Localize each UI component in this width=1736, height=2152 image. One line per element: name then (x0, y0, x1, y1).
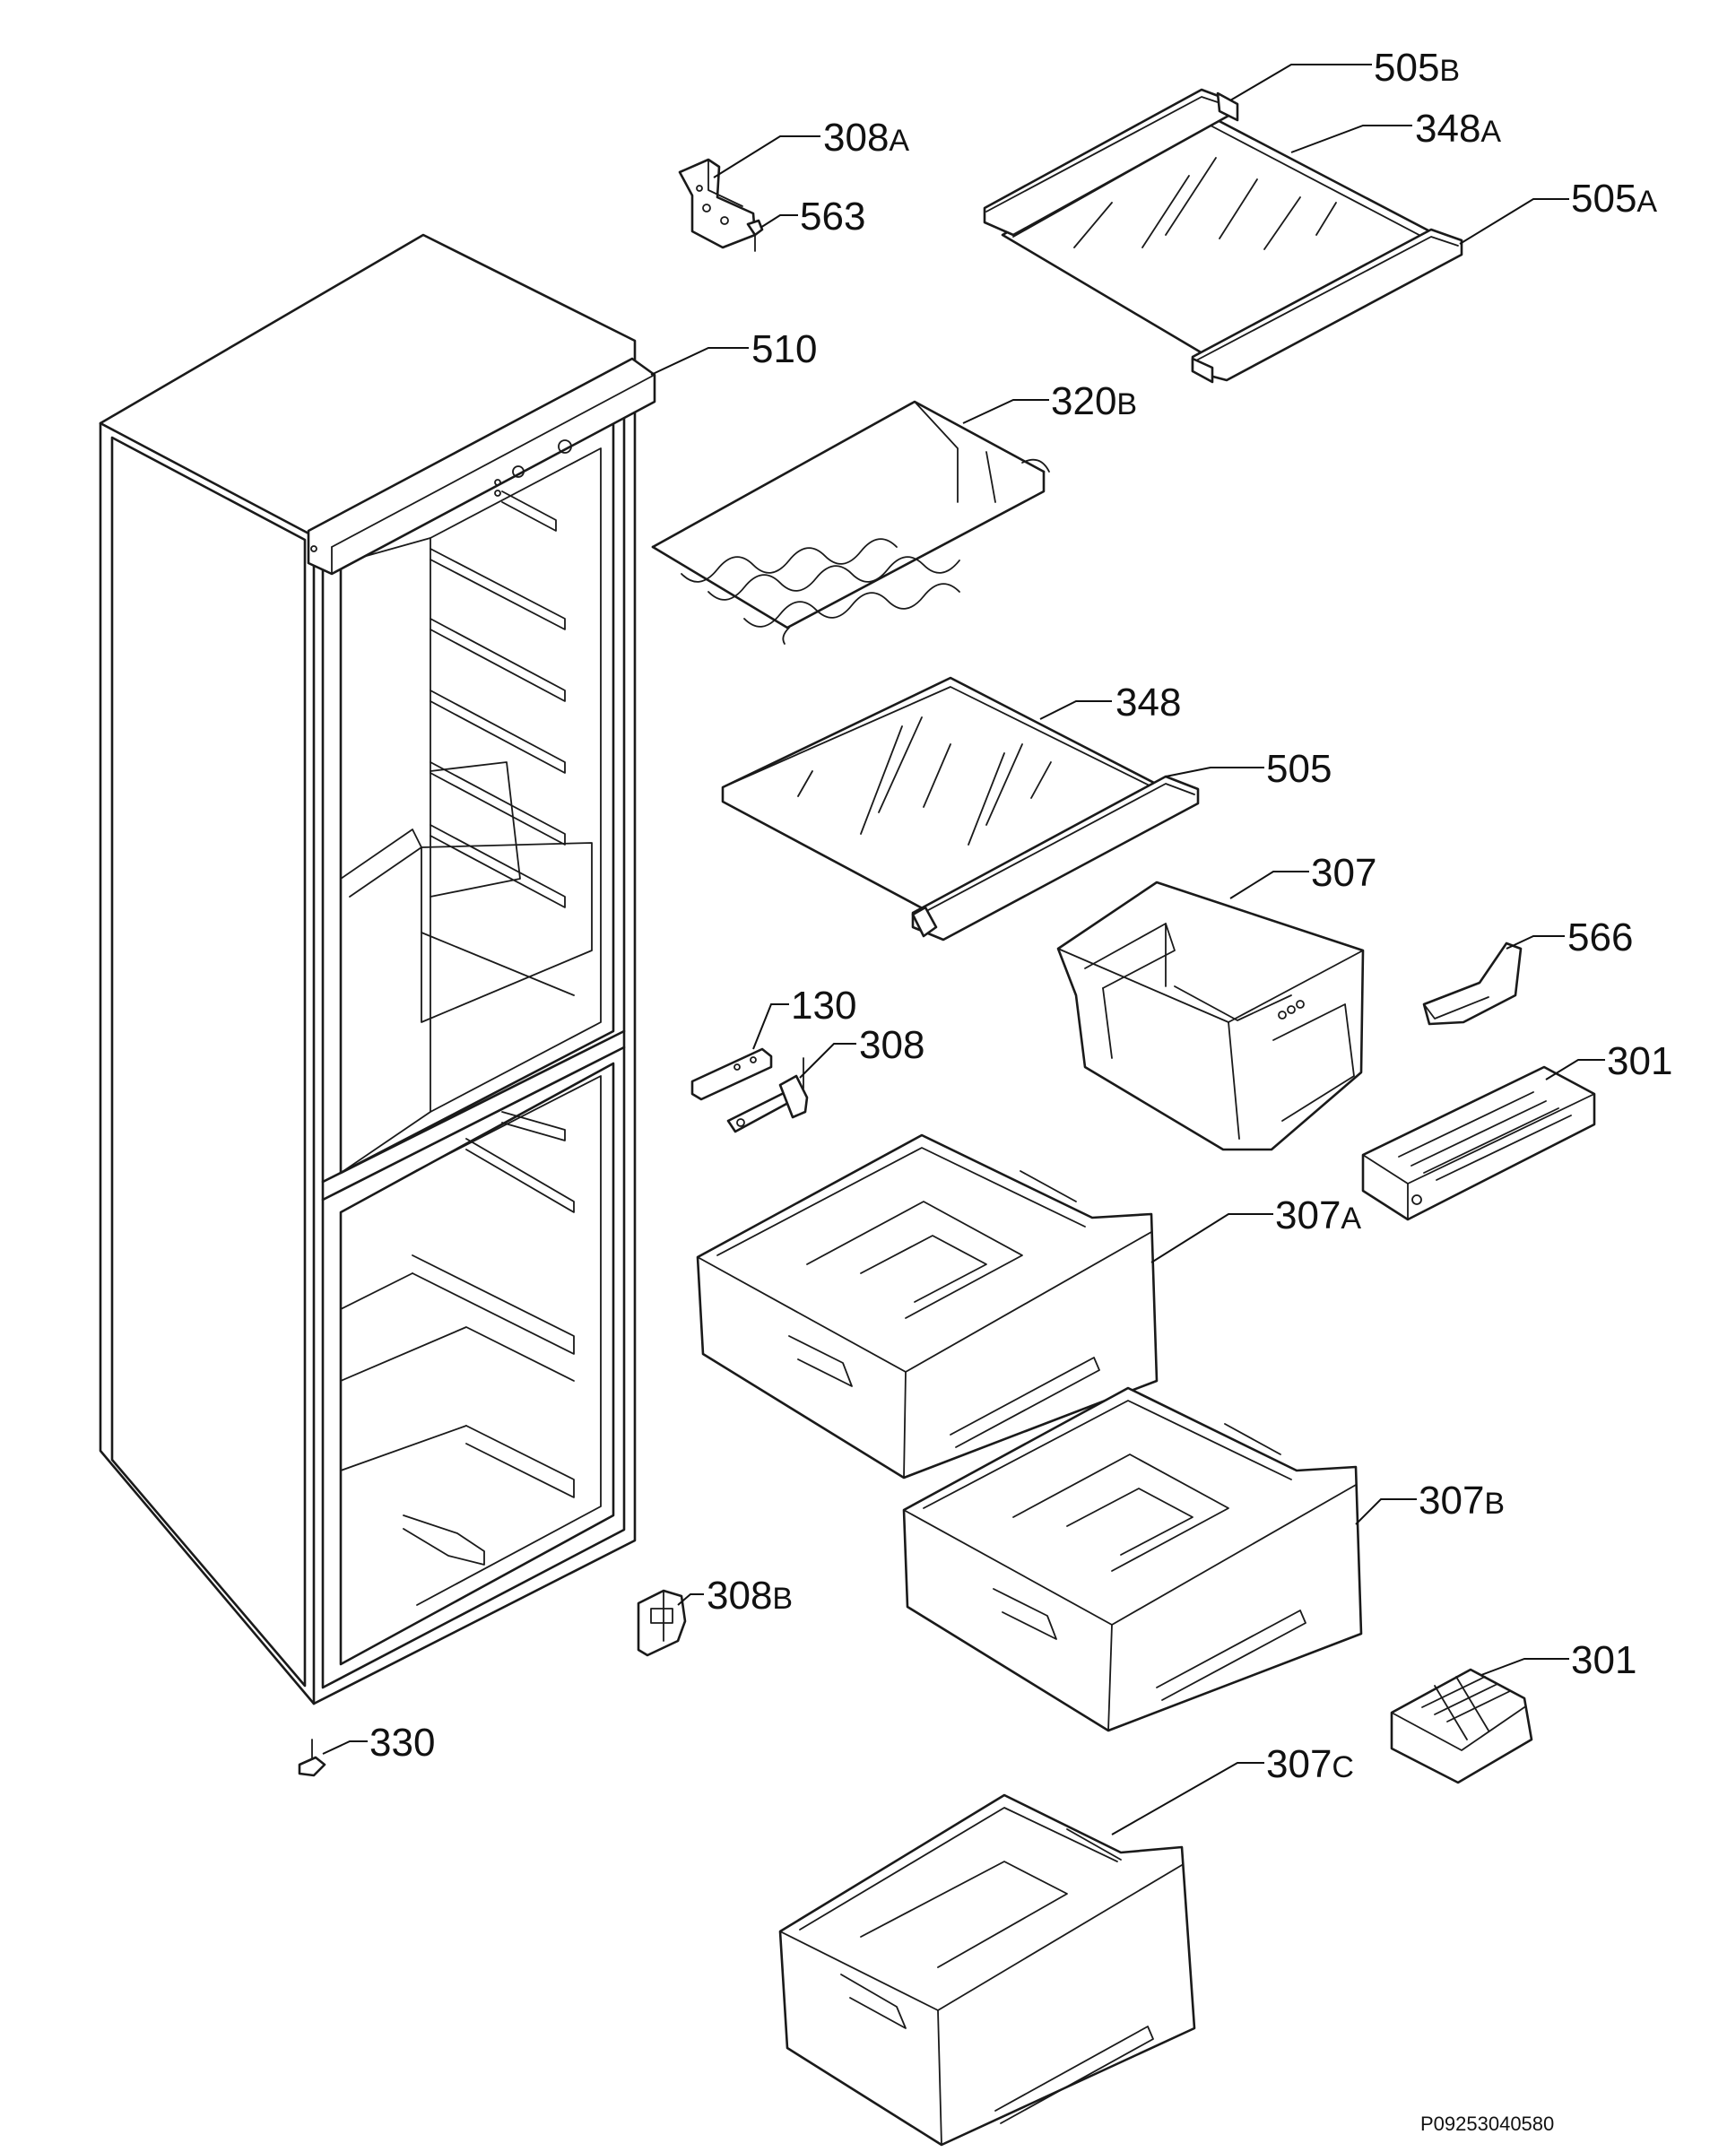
leader-lines (322, 64, 1605, 1835)
label-563: 563 (800, 195, 865, 239)
label-320b: 320B (1051, 379, 1137, 423)
drawer-307c (778, 1793, 1196, 2147)
foot-330 (298, 1739, 326, 1777)
drawer-307b (902, 1386, 1363, 1732)
hinge-308 (726, 1057, 809, 1133)
fridge-cabinet (99, 233, 656, 1705)
hinge-308b (637, 1589, 687, 1657)
label-348a: 348A (1415, 107, 1501, 151)
label-307c: 307C (1266, 1742, 1354, 1786)
label-330: 330 (369, 1721, 435, 1765)
bracket-566 (1422, 941, 1523, 1026)
shelf-trim-505a (1191, 228, 1463, 384)
control-panel-510 (307, 357, 656, 576)
ice-cube-tray-301 (1390, 1668, 1533, 1784)
glass-shelf-348a (1001, 115, 1445, 369)
lower-shelf-rails (340, 1111, 575, 1566)
upper-shelf-rails (430, 490, 566, 908)
screw-563 (746, 219, 764, 252)
wine-rack-320b (651, 400, 1050, 645)
label-307a: 307A (1275, 1193, 1361, 1237)
label-307b: 307B (1419, 1479, 1505, 1523)
label-301-tray: 301 (1607, 1039, 1672, 1083)
label-510: 510 (751, 327, 817, 371)
label-566: 566 (1567, 915, 1633, 959)
label-505b: 505B (1374, 46, 1460, 90)
hinge-308a (678, 158, 757, 249)
label-348: 348 (1115, 681, 1181, 725)
label-308a: 308A (823, 116, 909, 160)
label-307: 307 (1311, 851, 1376, 895)
drip-tray-301 (1361, 1065, 1596, 1221)
part-labels: 505B 348A 505A 308A 563 510 320B 348 505… (369, 46, 1672, 1786)
label-505a: 505A (1571, 177, 1657, 221)
label-130: 130 (791, 984, 856, 1028)
drawer-307a (696, 1133, 1159, 1480)
label-301-ice: 301 (1571, 1638, 1636, 1682)
bin-307 (1056, 881, 1365, 1151)
hinge-plate-130 (690, 1047, 773, 1101)
label-505: 505 (1266, 747, 1332, 791)
label-308b: 308B (707, 1574, 793, 1618)
document-code: P09253040580 (1420, 2113, 1554, 2135)
label-308: 308 (859, 1023, 924, 1067)
